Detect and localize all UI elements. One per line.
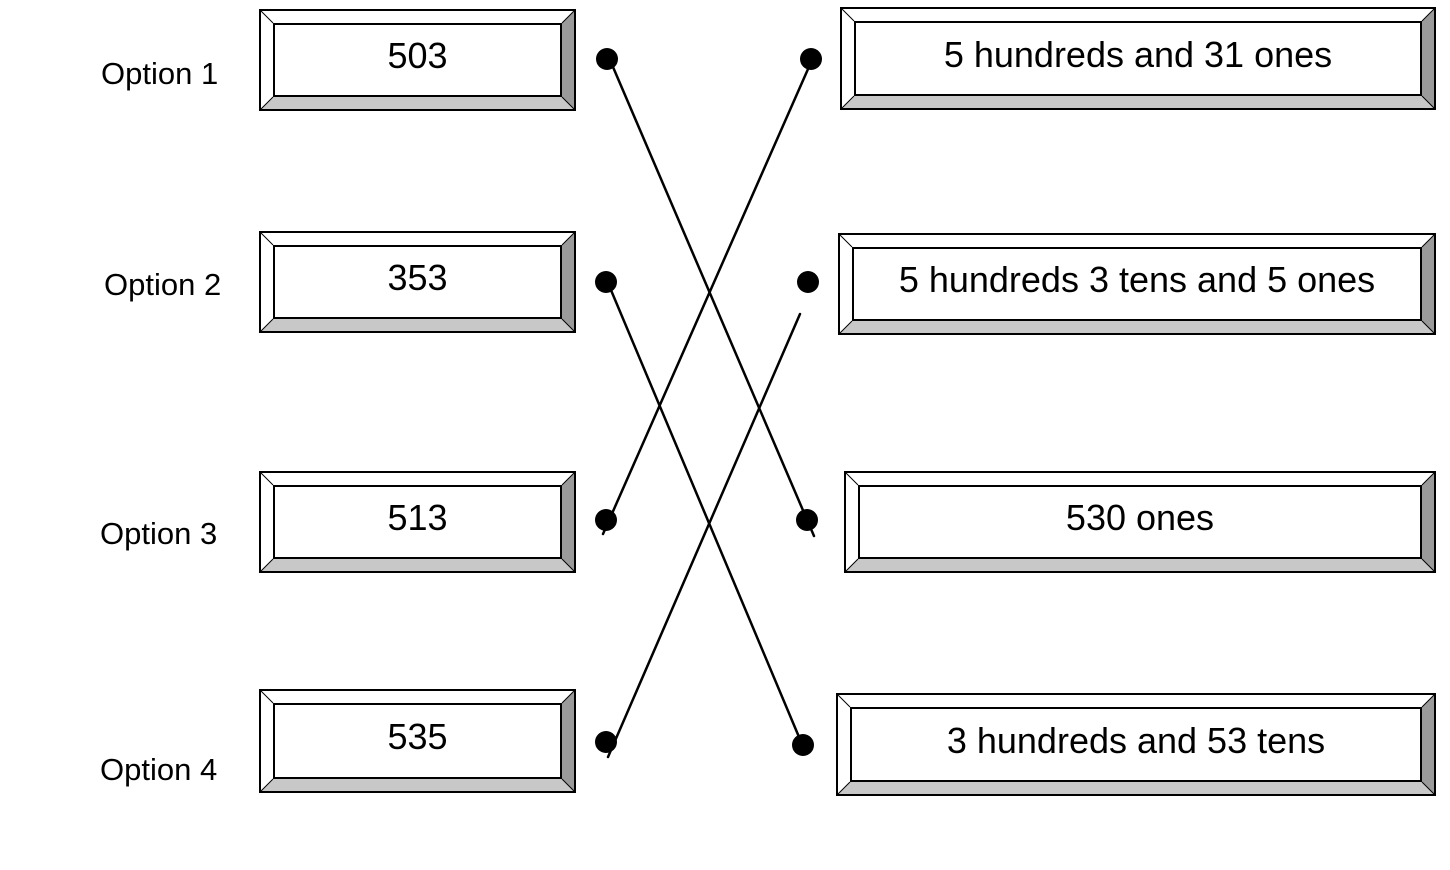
bevel-frame [260, 690, 575, 792]
description-box-inner: 530 ones [858, 485, 1422, 559]
right-dot-3[interactable] [796, 509, 818, 531]
number-box-2[interactable]: 353 [259, 231, 576, 333]
bevel-frame [841, 8, 1435, 109]
description-box-inner: 3 hundreds and 53 tens [850, 707, 1422, 782]
left-dot-3[interactable] [595, 509, 617, 531]
number-box-inner: 503 [273, 23, 562, 97]
option-label-3: Option 3 [100, 516, 218, 551]
connector-line-535-to-5-hundreds-3-tens-5-ones [606, 312, 802, 759]
number-value: 353 [387, 257, 448, 298]
connector-line-513-to-5-hundreds-31-ones [601, 58, 814, 536]
description-box-2[interactable]: 5 hundreds 3 tens and 5 ones [838, 233, 1436, 335]
connector-line-353-to-3-hundreds-53-tens [606, 281, 801, 739]
number-box-inner: 513 [273, 485, 562, 559]
number-value: 535 [387, 716, 448, 757]
option-label-1: Option 1 [101, 56, 219, 91]
number-box-4[interactable]: 535 [259, 689, 576, 793]
connector-line-503-to-530-ones [608, 58, 816, 538]
left-dot-4[interactable] [595, 731, 617, 753]
description-box-inner: 5 hundreds 3 tens and 5 ones [852, 247, 1422, 321]
number-box-3[interactable]: 513 [259, 471, 576, 573]
number-box-inner: 353 [273, 245, 562, 319]
number-value: 503 [387, 35, 448, 76]
description-text: 5 hundreds 3 tens and 5 ones [898, 259, 1376, 300]
description-box-inner: 5 hundreds and 31 ones [854, 21, 1422, 96]
description-box-3[interactable]: 530 ones [844, 471, 1436, 573]
description-box-1[interactable]: 5 hundreds and 31 ones [840, 7, 1436, 110]
bevel-frame [845, 472, 1435, 572]
description-text: 530 ones [1065, 497, 1215, 538]
bevel-frame [260, 232, 575, 332]
description-text: 3 hundreds and 53 tens [946, 719, 1326, 761]
option-label-2: Option 2 [104, 267, 222, 302]
option-label-4: Option 4 [100, 752, 218, 787]
number-box-1[interactable]: 503 [259, 9, 576, 111]
description-text: 5 hundreds and 31 ones [943, 33, 1333, 75]
right-dot-1[interactable] [800, 48, 822, 70]
right-dot-4[interactable] [792, 734, 814, 756]
left-dot-1[interactable] [596, 48, 618, 70]
bevel-frame [260, 10, 575, 110]
bevel-frame [260, 472, 575, 572]
number-box-inner: 535 [273, 703, 562, 779]
description-box-4[interactable]: 3 hundreds and 53 tens [836, 693, 1436, 796]
left-dot-2[interactable] [595, 271, 617, 293]
right-dot-2[interactable] [797, 271, 819, 293]
number-value: 513 [387, 497, 448, 538]
bevel-frame [837, 694, 1435, 795]
bevel-frame [839, 234, 1435, 334]
